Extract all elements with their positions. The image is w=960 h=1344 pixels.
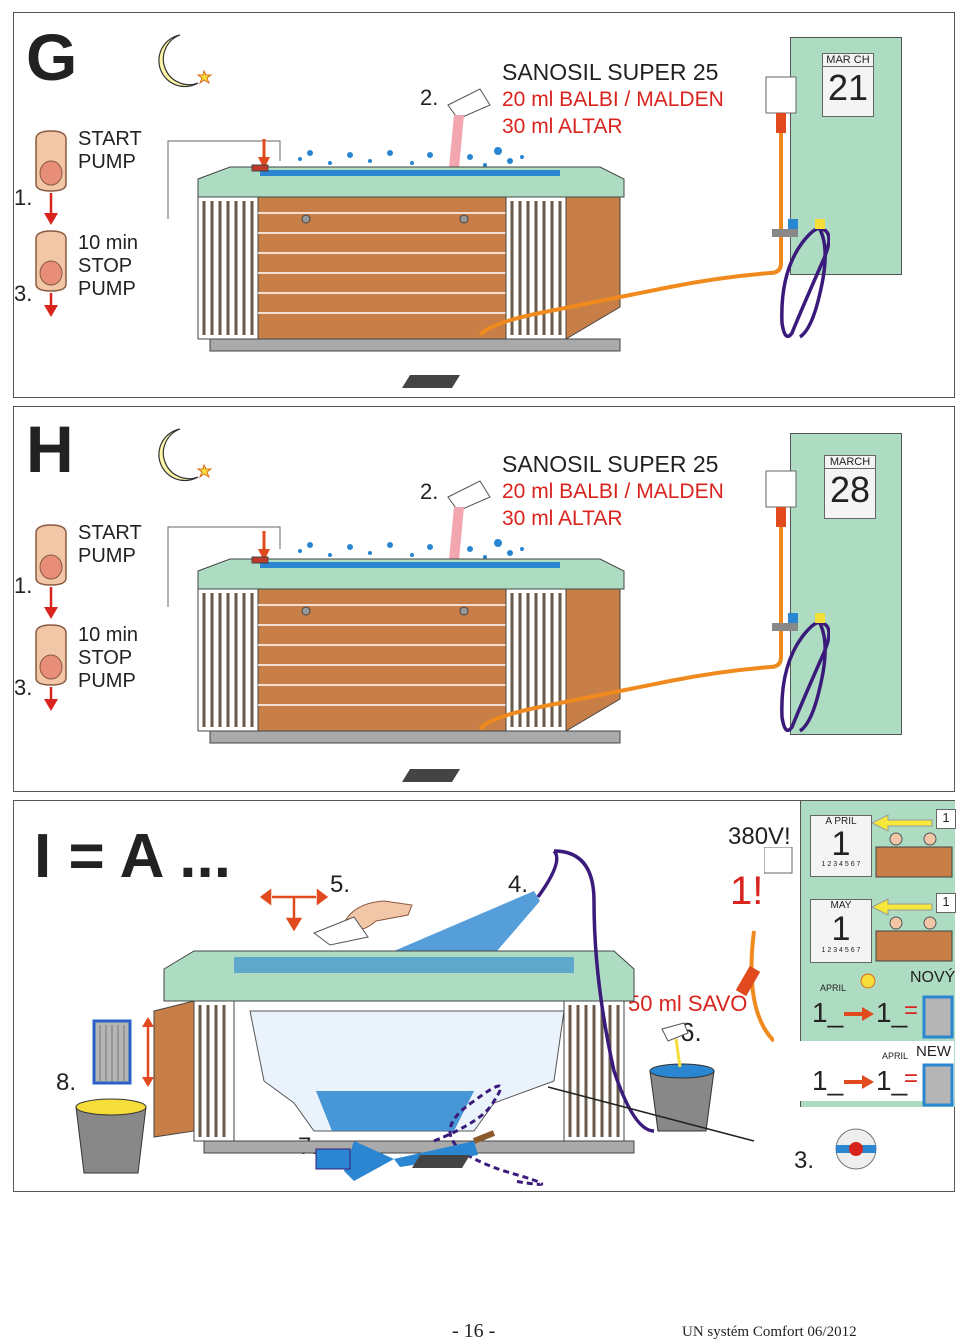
calendar: MAR CH 21 bbox=[822, 53, 874, 117]
arrow-left-icon bbox=[872, 814, 933, 832]
calendar: MARCH 28 bbox=[824, 455, 876, 519]
step8-number: 8. bbox=[56, 1069, 77, 1096]
filter-cartridge-icon bbox=[922, 995, 954, 1039]
step3-number: 3. bbox=[14, 675, 33, 700]
sun-icon bbox=[860, 973, 876, 989]
hot-tub-illustration bbox=[197, 480, 625, 744]
arrow-left-icon bbox=[872, 898, 933, 916]
filter-replace-row: APRIL 1_ 1_ = NOVÝ bbox=[812, 969, 956, 1028]
finger-press-icon bbox=[35, 624, 67, 711]
drain-grate-icon bbox=[412, 1155, 470, 1168]
panel-i: I = A ... 5. 4. 380V! 1! 2. 8. 50 ml SAV… bbox=[13, 800, 956, 1192]
cleaning-scene bbox=[75, 849, 774, 1186]
drain-grate-icon bbox=[402, 375, 460, 388]
product-dosage: SANOSIL SUPER 25 20 ml BALBI / MALDEN 30… bbox=[502, 451, 724, 530]
spa-people-icon bbox=[875, 832, 953, 878]
filter-cartridge-icon bbox=[922, 1063, 954, 1107]
hot-tub-illustration bbox=[197, 88, 625, 352]
step1-number: 1. bbox=[14, 573, 33, 598]
voltage-warning: 380V! bbox=[728, 823, 791, 850]
power-outlet-icon bbox=[764, 847, 793, 874]
step2-number: 2. bbox=[420, 85, 439, 110]
connector-line bbox=[167, 140, 281, 219]
product-dosage: SANOSIL SUPER 25 20 ml BALBI / MALDEN 30… bbox=[502, 59, 724, 138]
mini-calendar: 1 bbox=[936, 809, 956, 829]
drain-grate-icon bbox=[402, 769, 460, 782]
spa-people-icon bbox=[875, 916, 953, 962]
panel-title: I = A ... bbox=[34, 822, 231, 891]
step2-number: 2. bbox=[420, 479, 439, 504]
arrow-right-icon bbox=[844, 1007, 874, 1021]
page-number: - 16 - bbox=[452, 1320, 496, 1342]
moon-icon bbox=[158, 34, 213, 88]
step1-number: 1. bbox=[14, 185, 33, 210]
step6-number: 6. bbox=[680, 1017, 702, 1047]
step4-number: 4. bbox=[508, 871, 529, 898]
hose-system bbox=[478, 76, 830, 339]
calendar-may: MAY 1 1 2 3 4 5 6 7 bbox=[810, 899, 872, 963]
step3-number: 3. bbox=[14, 281, 33, 306]
panel-letter: G bbox=[26, 20, 77, 94]
step3-number: 3. bbox=[794, 1147, 815, 1174]
finger-press-icon bbox=[35, 130, 67, 225]
mini-calendar: 1 bbox=[936, 893, 956, 913]
calendar-april: A PRIL 1 1 2 3 4 5 6 7 bbox=[810, 815, 872, 877]
moon-icon bbox=[158, 428, 213, 482]
panel-letter: H bbox=[26, 412, 74, 486]
finger-press-icon bbox=[35, 524, 67, 619]
finger-press-icon bbox=[35, 230, 67, 317]
hose-system bbox=[478, 470, 830, 733]
savo-dosage: 50 ml SAVO bbox=[628, 991, 748, 1016]
document-id: UN systém Comfort 06/2012 bbox=[682, 1324, 857, 1340]
danger-warning: 1! bbox=[730, 869, 764, 913]
arrow-right-icon bbox=[844, 1075, 874, 1089]
valve-icon bbox=[835, 1128, 877, 1170]
step5-number: 5. bbox=[330, 871, 351, 898]
connector-line bbox=[167, 526, 281, 607]
